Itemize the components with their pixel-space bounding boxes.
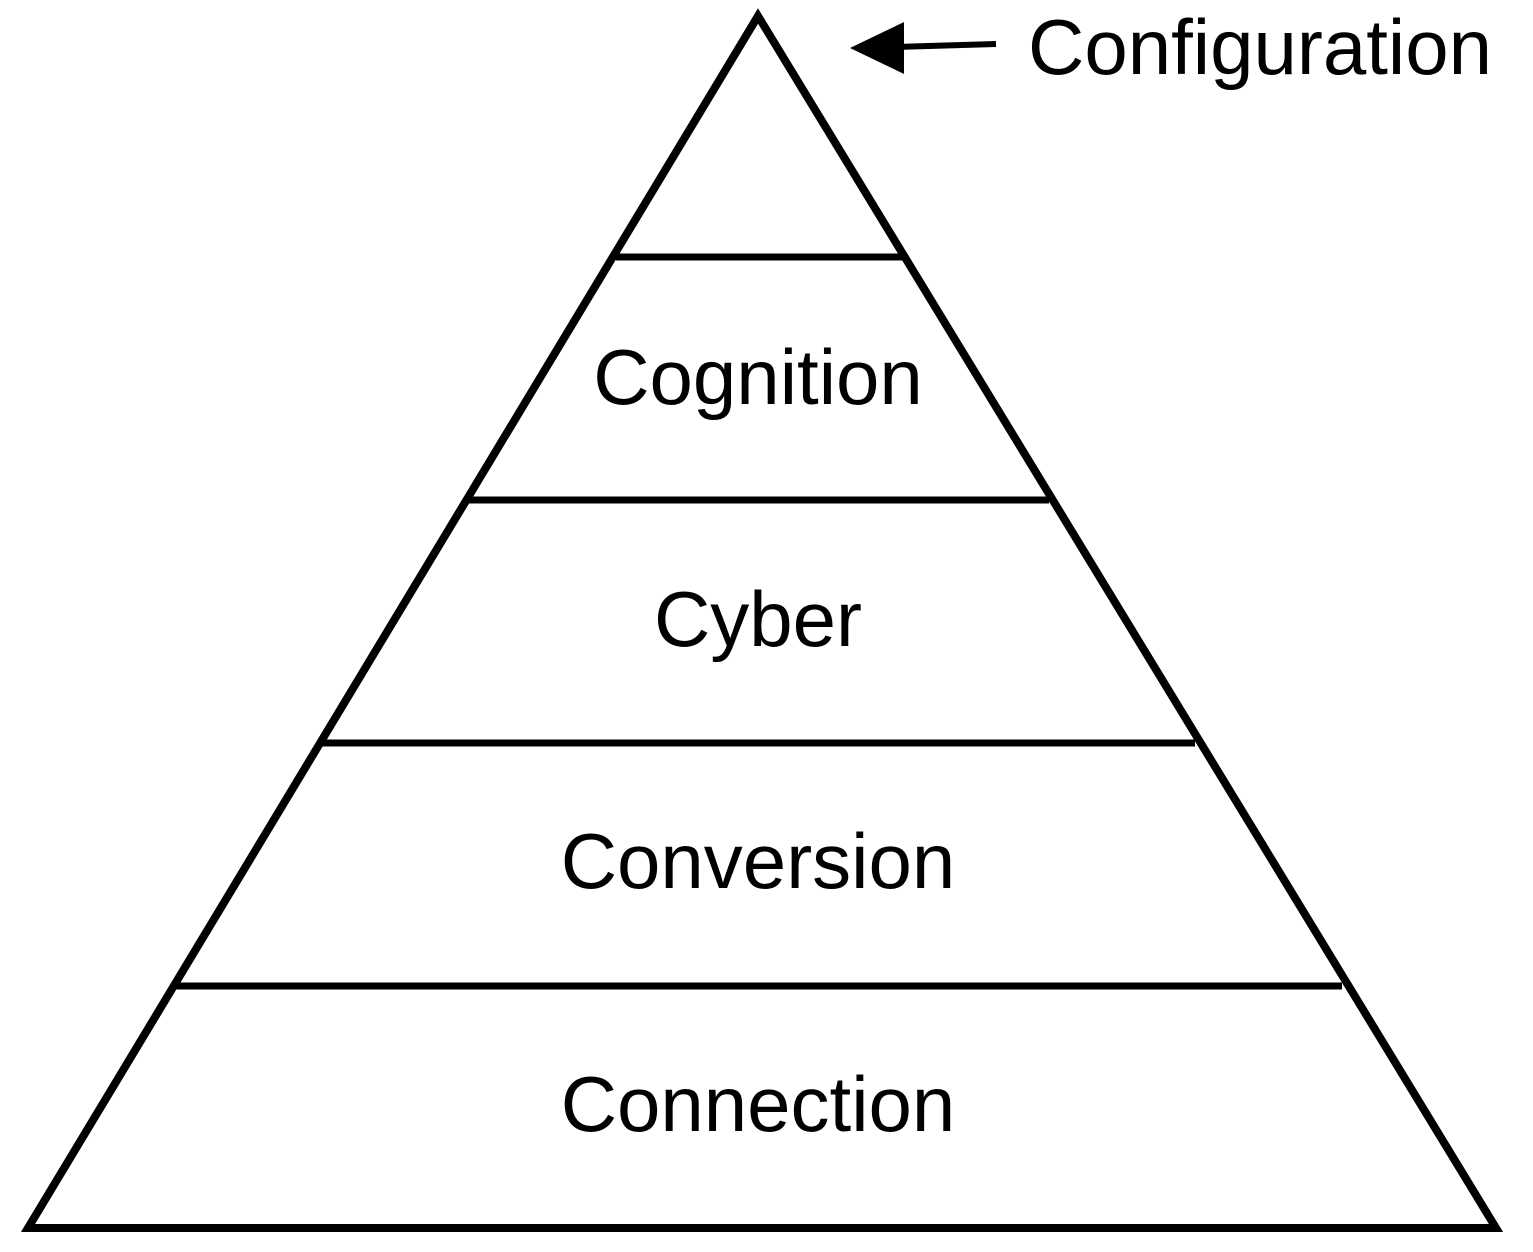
callout-arrow-shaft [894, 41, 997, 50]
layer-label-connection: Connection [561, 1060, 956, 1148]
callout-arrowhead-icon [850, 22, 904, 74]
layer-label-cognition: Cognition [593, 333, 923, 421]
pyramid-outline [20, 8, 1504, 1232]
callout-arrow [850, 22, 997, 74]
layer-label-cyber: Cyber [654, 575, 862, 663]
layer-label-conversion: Conversion [561, 817, 956, 905]
callout-label-configuration: Configuration [1028, 3, 1492, 91]
